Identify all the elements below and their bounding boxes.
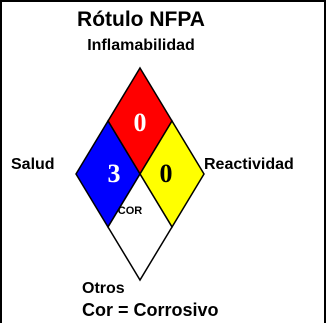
health-label: Salud — [11, 156, 55, 173]
reactivity-label: Reactividad — [204, 156, 294, 173]
frame-left-border — [0, 0, 2, 323]
special-quadrant — [107, 172, 173, 282]
flammability-rating: 0 — [134, 108, 147, 137]
frame-top-border — [0, 0, 326, 2]
reactivity-rating: 0 — [160, 159, 173, 188]
diagram-title: Rótulo NFPA — [77, 8, 205, 31]
special-label: Otros — [82, 280, 125, 297]
health-rating: 3 — [108, 159, 121, 188]
flammability-label: Inflamabilidad — [87, 37, 195, 54]
special-legend: Cor = Corrosivo — [82, 300, 219, 320]
frame-right-border — [324, 0, 326, 323]
special-rating: COR — [118, 205, 143, 217]
